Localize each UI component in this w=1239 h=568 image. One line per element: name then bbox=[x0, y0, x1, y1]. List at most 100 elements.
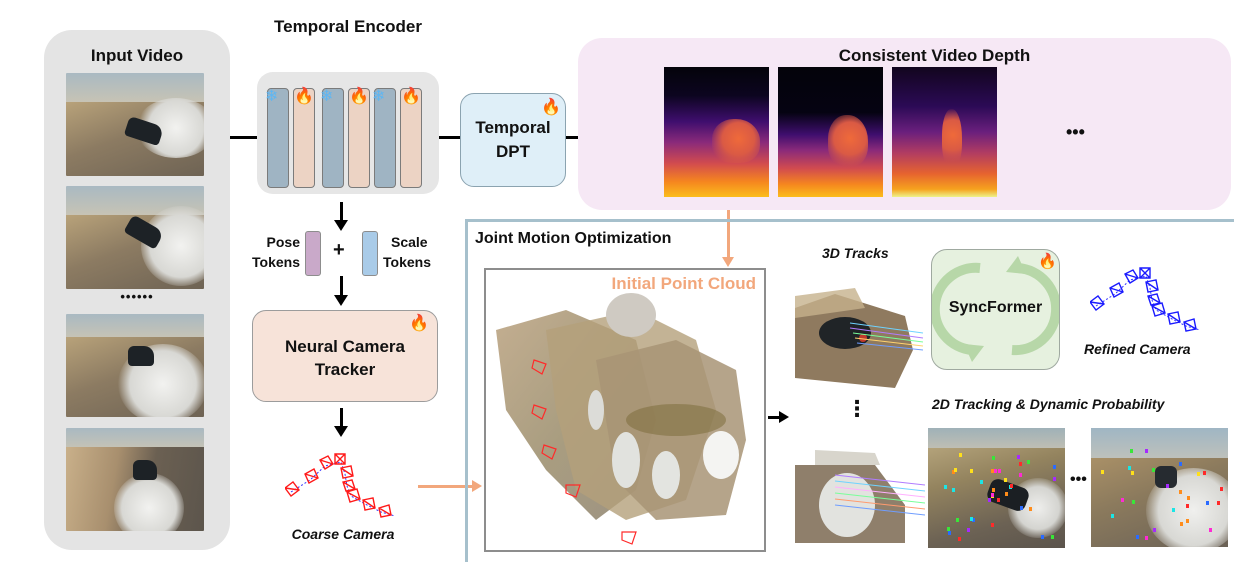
track-point bbox=[1110, 514, 1114, 519]
track-point bbox=[1152, 468, 1156, 473]
input-frame-3 bbox=[66, 314, 204, 417]
syncformer-label: SyncFormer bbox=[948, 299, 1043, 316]
initial-point-cloud-label: Initial Point Cloud bbox=[611, 274, 756, 293]
tracks-vdots: ⋮ bbox=[846, 396, 868, 421]
camera-frustum bbox=[378, 504, 392, 518]
camera-frustum bbox=[319, 455, 334, 470]
2d-tracking-label: 2D Tracking & Dynamic Probability bbox=[932, 396, 1165, 412]
track-point bbox=[980, 479, 984, 484]
fire-icon: 🔥 bbox=[294, 88, 314, 105]
depth-map-2 bbox=[778, 67, 883, 197]
plus-sign: + bbox=[333, 239, 345, 261]
camera-frustum bbox=[531, 404, 547, 420]
arrow-camera-pointcloud bbox=[418, 485, 474, 488]
track-point bbox=[959, 452, 963, 457]
track-point bbox=[1005, 491, 1009, 496]
track-point bbox=[969, 469, 973, 474]
track-point bbox=[1130, 470, 1134, 475]
camera-frustum bbox=[304, 468, 319, 484]
track-point bbox=[1129, 448, 1133, 453]
scale-tokens-line2: Tokens bbox=[383, 254, 431, 270]
camera-frustum bbox=[334, 453, 346, 465]
arrow-head bbox=[334, 426, 348, 437]
depth-title: Consistent Video Depth bbox=[838, 46, 1031, 65]
camera-frustum bbox=[1124, 269, 1139, 284]
arrow-depth-pointcloud bbox=[727, 210, 730, 260]
camera-frustum bbox=[340, 465, 354, 479]
track-point bbox=[1186, 495, 1190, 500]
camera-frustum bbox=[1167, 311, 1181, 325]
camera-frustum bbox=[1151, 302, 1166, 317]
frames-ellipsis: •••••• bbox=[120, 289, 154, 304]
encoder-layer-trainable-1 bbox=[293, 88, 315, 188]
cycle-arrows-icon bbox=[932, 256, 1059, 362]
tracker-line1: Neural Camera bbox=[284, 337, 405, 356]
2d-tracking-frame-1 bbox=[928, 428, 1065, 548]
track-point bbox=[994, 469, 998, 474]
pose-tokens-line2: Tokens bbox=[252, 254, 300, 270]
track-point bbox=[947, 527, 951, 532]
track-point bbox=[1185, 518, 1189, 523]
arrow-head bbox=[334, 220, 348, 231]
depth-ellipsis: ••• bbox=[1066, 122, 1085, 142]
input-frame-1 bbox=[66, 73, 204, 176]
track-point bbox=[996, 498, 1000, 503]
track-point bbox=[1018, 473, 1022, 478]
track-point bbox=[1179, 462, 1183, 467]
track-point bbox=[1217, 501, 1221, 506]
pose-token-block bbox=[305, 231, 321, 276]
pose-tokens-line1: Pose bbox=[266, 234, 300, 250]
track-point bbox=[1121, 497, 1125, 502]
track-point bbox=[972, 518, 976, 523]
fire-icon: 🔥 bbox=[349, 88, 369, 105]
track-point bbox=[1152, 528, 1156, 533]
arrow-head bbox=[722, 257, 734, 267]
input-video-panel: Input Video •••••• bbox=[44, 30, 230, 550]
snowflake-icon: ❄ bbox=[320, 88, 334, 105]
track-point bbox=[970, 516, 974, 521]
track-point bbox=[1050, 535, 1054, 540]
camera-frustum bbox=[531, 359, 547, 375]
camera-frustum bbox=[1090, 295, 1105, 311]
2d-tracking-frame-2 bbox=[1091, 428, 1228, 547]
track-point bbox=[992, 487, 996, 492]
track-point bbox=[1178, 489, 1182, 494]
snowflake-icon: ❄ bbox=[265, 88, 279, 105]
encoder-layer-trainable-2 bbox=[348, 88, 370, 188]
scale-tokens-line1: Scale bbox=[391, 234, 428, 250]
track-point bbox=[956, 517, 960, 522]
temporal-dpt-block: Temporal DPT 🔥 bbox=[460, 93, 566, 187]
track-point bbox=[947, 531, 951, 536]
depth-map-1 bbox=[664, 67, 769, 197]
syncformer-block: SyncFormer 🔥 bbox=[931, 249, 1060, 370]
track-point bbox=[991, 468, 995, 473]
track-point bbox=[1135, 534, 1139, 539]
track-point bbox=[1016, 454, 1020, 459]
encoder-layer-trainable-3 bbox=[400, 88, 422, 188]
track-point bbox=[952, 487, 956, 492]
camera-frustum bbox=[1147, 293, 1161, 306]
camera-frustum bbox=[1109, 282, 1124, 298]
camera-frustum bbox=[1139, 267, 1151, 279]
track-point bbox=[1208, 528, 1212, 533]
camera-frustum bbox=[285, 481, 300, 497]
track-point bbox=[1003, 477, 1007, 482]
refined-camera-trajectory bbox=[1090, 267, 1201, 332]
encoder-layer-frozen-1 bbox=[267, 88, 289, 188]
track-point bbox=[1052, 465, 1056, 470]
arrow-head bbox=[779, 411, 789, 423]
input-frame-2 bbox=[66, 186, 204, 289]
3d-tracks-label: 3D Tracks bbox=[822, 245, 889, 261]
track-point bbox=[1172, 507, 1176, 512]
3d-track-view-2 bbox=[795, 445, 925, 545]
scale-tokens-label: Scale Tokens bbox=[383, 232, 431, 272]
track-point bbox=[992, 456, 996, 461]
connector-video-encoder bbox=[230, 136, 258, 139]
consistent-video-depth-panel: Consistent Video Depth ••• bbox=[578, 38, 1231, 210]
coarse-camera-trajectory bbox=[285, 453, 396, 518]
track-point bbox=[1166, 484, 1170, 489]
dpt-line2: DPT bbox=[496, 142, 530, 161]
arrow-encoder-tokens bbox=[340, 202, 343, 222]
encoder-layer-frozen-3 bbox=[374, 88, 396, 188]
track-point bbox=[1144, 535, 1148, 540]
